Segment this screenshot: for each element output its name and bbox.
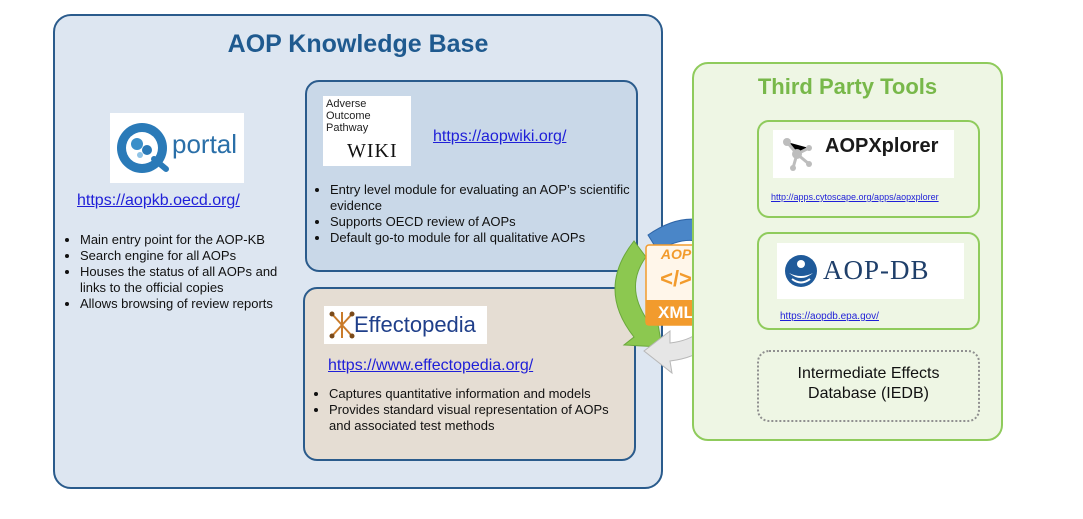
effectopedia-bullet-list: Captures quantitative information and mo… bbox=[311, 386, 631, 434]
portal-bullet-list: Main entry point for the AOP-KB Search e… bbox=[62, 232, 302, 312]
effectopedia-bullet: Captures quantitative information and mo… bbox=[329, 386, 631, 402]
aop-xml-top-label: AOP bbox=[660, 246, 692, 262]
effectopedia-logo: Effectopedia bbox=[324, 306, 487, 344]
aopdb-logo-text: AOP-DB bbox=[823, 255, 930, 285]
aopwiki-bullet-list: Entry level module for evaluating an AOP… bbox=[312, 182, 632, 246]
aopwiki-logo-line: Pathway bbox=[326, 122, 369, 134]
portal-logo-text: portal bbox=[172, 129, 238, 159]
portal-logo-icon bbox=[117, 123, 169, 173]
portal-bullet: Allows browsing of review reports bbox=[80, 296, 302, 312]
aop-xml-bottom-label: XML bbox=[658, 303, 694, 322]
aopwiki-url-link[interactable]: https://aopwiki.org/ bbox=[433, 128, 567, 145]
effectopedia-network-icon bbox=[329, 311, 355, 339]
aopwiki-logo-line: Outcome bbox=[326, 110, 371, 122]
aopxplorer-url-link[interactable]: http://apps.cytoscape.org/apps/aopxplore… bbox=[771, 192, 939, 202]
aop-xml-icon: AOP </> XML bbox=[645, 244, 707, 326]
aopwiki-bullet: Default go-to module for all qualitative… bbox=[330, 230, 632, 246]
aopwiki-logo-line: Adverse bbox=[326, 98, 367, 110]
aopdb-url-link[interactable]: https://aopdb.epa.gov/ bbox=[780, 311, 879, 322]
knowledge-base-title: AOP Knowledge Base bbox=[227, 30, 489, 58]
iedb-box bbox=[757, 350, 980, 422]
iedb-label: Intermediate Effects Database (IEDB) bbox=[797, 365, 940, 402]
aopwiki-logo-wiki: Wiki bbox=[347, 140, 398, 162]
portal-bullet: Main entry point for the AOP-KB bbox=[80, 232, 302, 248]
code-icon: </> bbox=[660, 266, 692, 291]
epa-logo-icon bbox=[785, 255, 817, 287]
portal-bullet: Search engine for all AOPs bbox=[80, 248, 302, 264]
aopwiki-bullet: Entry level module for evaluating an AOP… bbox=[330, 182, 632, 214]
effectopedia-logo-text: Effectopedia bbox=[354, 312, 476, 337]
aopxplorer-network-icon bbox=[783, 138, 812, 171]
third-party-tools-title: Third Party Tools bbox=[757, 74, 938, 99]
aopwiki-bullet: Supports OECD review of AOPs bbox=[330, 214, 632, 230]
portal-logo: portal bbox=[110, 113, 244, 183]
effectopedia-url-link[interactable]: https://www.effectopedia.org/ bbox=[328, 357, 534, 374]
portal-bullet: Houses the status of all AOPs and links … bbox=[80, 264, 302, 296]
aopxplorer-logo: AOPXplorer bbox=[773, 130, 954, 178]
aopxplorer-logo-text: AOPXplorer bbox=[825, 135, 939, 157]
portal-url-link[interactable]: https://aopkb.oecd.org/ bbox=[77, 192, 240, 209]
aopdb-logo: AOP-DB bbox=[777, 243, 964, 299]
effectopedia-bullet: Provides standard visual representation … bbox=[329, 402, 631, 434]
aopwiki-logo: Adverse Outcome Pathway Wiki bbox=[323, 96, 411, 166]
